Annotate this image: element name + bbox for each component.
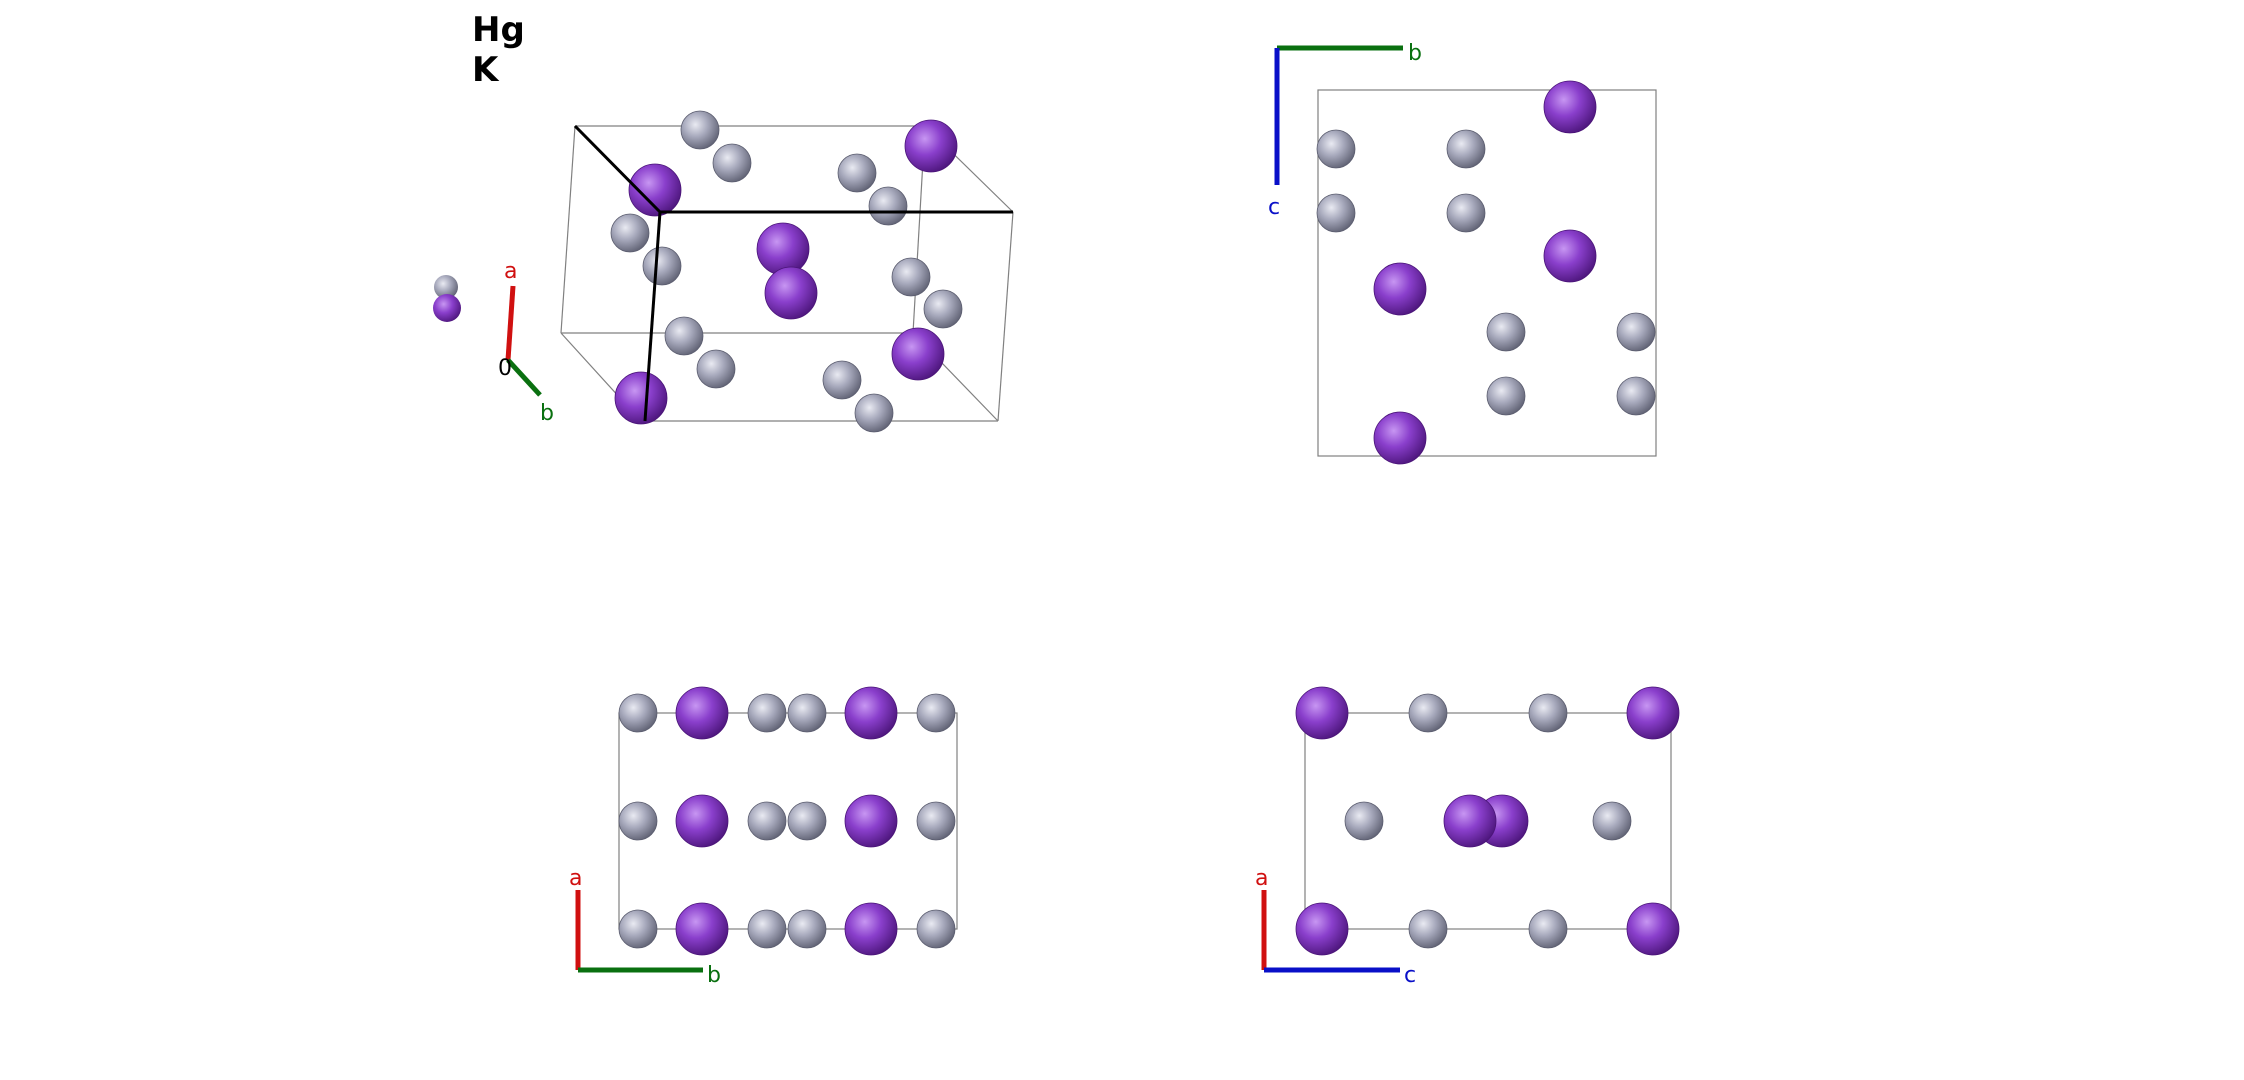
unit-cell-ac <box>1304 712 1672 930</box>
axis-b-label: b <box>1408 41 1422 66</box>
k-atom <box>844 686 898 740</box>
k-atom <box>628 163 682 217</box>
axis-triad-bc: b c <box>1268 41 1422 220</box>
hg-atom <box>696 349 736 389</box>
k-atom <box>1626 686 1680 740</box>
axis-b-line <box>506 358 542 397</box>
k-atom <box>764 266 818 320</box>
axis-b-label: b <box>707 963 721 988</box>
hg-atom <box>1408 909 1448 949</box>
axis-triad-perspective: a b 0 <box>433 259 554 426</box>
atoms-ac <box>1295 686 1680 956</box>
atoms-ab <box>618 686 956 956</box>
hg-atom <box>618 693 658 733</box>
panel-view-bc: b c <box>1268 41 1657 465</box>
hg-atom <box>1316 129 1356 169</box>
hg-atom <box>1446 129 1486 169</box>
hg-atom <box>868 186 908 226</box>
hg-atom <box>610 213 650 253</box>
hg-atom <box>837 153 877 193</box>
hg-atom <box>891 257 931 297</box>
hg-atom <box>1616 376 1656 416</box>
axis-a-line <box>505 285 516 361</box>
hg-atom <box>664 316 704 356</box>
unit-cell-perspective <box>560 125 1014 422</box>
hg-atom <box>916 909 956 949</box>
k-atom <box>675 794 729 848</box>
hg-atom <box>1528 693 1568 733</box>
hg-atom <box>747 693 787 733</box>
atoms-bc <box>1316 80 1656 465</box>
axis-c-label: c <box>1268 195 1280 220</box>
k-atom <box>844 794 898 848</box>
hg-atom <box>787 693 827 733</box>
k-atom <box>844 902 898 956</box>
hg-atom <box>854 393 894 433</box>
hg-atom <box>1408 693 1448 733</box>
hg-atom <box>822 360 862 400</box>
hg-atom <box>680 110 720 150</box>
k-atom <box>675 686 729 740</box>
axis-triad-ac: a c <box>1255 866 1416 988</box>
panel-view-ac: a c <box>1255 686 1680 988</box>
axis-c-label: c <box>1404 963 1416 988</box>
axis-a-label: a <box>569 866 582 891</box>
k-atom <box>904 119 958 173</box>
axis-a-label: a <box>504 259 517 284</box>
hg-atom <box>618 909 658 949</box>
k-atom <box>675 902 729 956</box>
panel-view-ab: a b <box>569 686 958 988</box>
unit-cell-bc <box>1317 89 1657 457</box>
axis-b-label: b <box>540 401 554 426</box>
k-atom <box>1443 794 1497 848</box>
hg-atom <box>712 143 752 183</box>
hg-atom <box>1528 909 1568 949</box>
k-atom <box>1543 80 1597 134</box>
panel-perspective: a b 0 <box>433 110 1014 433</box>
hg-atom <box>1486 376 1526 416</box>
k-atom <box>891 327 945 381</box>
hg-atom <box>1616 312 1656 352</box>
hg-atom <box>787 801 827 841</box>
k-atom <box>1373 262 1427 316</box>
element-legend: Hg K <box>472 10 525 90</box>
k-atom <box>433 294 461 322</box>
legend-item-k: K <box>472 50 499 90</box>
atoms-perspective <box>610 110 963 433</box>
cell-front-edges <box>573 124 1013 422</box>
axis-triad-ab: a b <box>569 866 721 988</box>
hg-atom <box>1446 193 1486 233</box>
hg-atom <box>787 909 827 949</box>
hg-atom <box>1486 312 1526 352</box>
hg-atom <box>747 801 787 841</box>
k-atom <box>1295 902 1349 956</box>
hg-atom <box>1316 193 1356 233</box>
hg-atom <box>916 801 956 841</box>
k-atom <box>1295 686 1349 740</box>
hg-atom <box>434 275 458 299</box>
hg-atom <box>1344 801 1384 841</box>
hg-atom <box>916 693 956 733</box>
hg-atom <box>642 246 682 286</box>
axis-a-label: a <box>1255 866 1268 891</box>
axis-origin-label: 0 <box>498 356 512 381</box>
k-atom <box>1626 902 1680 956</box>
k-atom <box>756 222 810 276</box>
hg-atom <box>618 801 658 841</box>
hg-atom <box>923 289 963 329</box>
legend-item-hg: Hg <box>472 10 525 50</box>
k-atom <box>1373 411 1427 465</box>
hg-atom <box>1592 801 1632 841</box>
hg-atom <box>747 909 787 949</box>
k-atom <box>1543 229 1597 283</box>
k-atom <box>614 371 668 425</box>
